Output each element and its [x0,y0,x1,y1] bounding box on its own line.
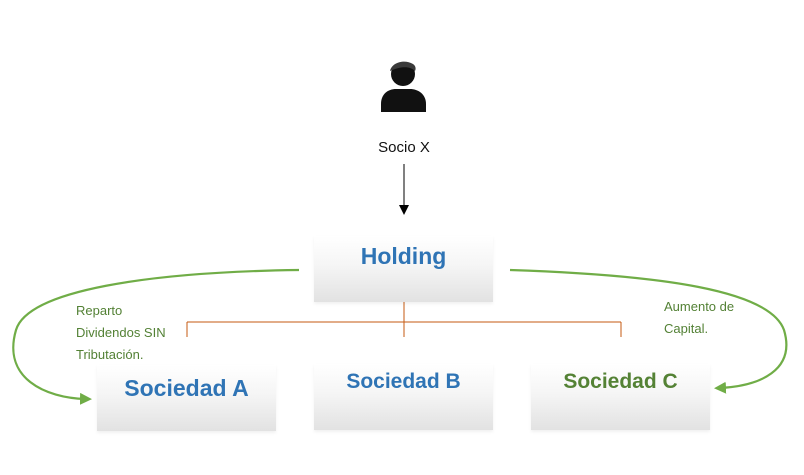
dividend-note-line: Dividendos SIN [76,325,166,340]
holding-label: Holding [360,243,447,269]
capital-flow-arrow [509,268,788,394]
dividend-note: Reparto Dividendos SIN Tributación. [76,300,206,366]
capital-note-line: Aumento de [664,299,735,314]
company-label-a: Sociedad A [124,375,249,401]
company-label-b: Sociedad B [346,370,461,393]
company-box-a: Sociedad A [97,365,276,431]
company-box-c: Sociedad C [531,364,710,430]
holding-box: Holding [314,236,493,302]
dividend-note-line: Reparto [76,303,123,318]
dividend-flow-arrow [12,268,300,405]
capital-note-line: Capital. [664,321,709,336]
dividend-note-line: Tributación. [76,347,144,362]
company-label-c: Sociedad C [563,370,678,393]
person-icon [381,61,426,112]
capital-note: Aumento de Capital. [664,296,774,340]
company-box-b: Sociedad B [314,364,493,430]
socio-label: Socio X [378,139,430,156]
